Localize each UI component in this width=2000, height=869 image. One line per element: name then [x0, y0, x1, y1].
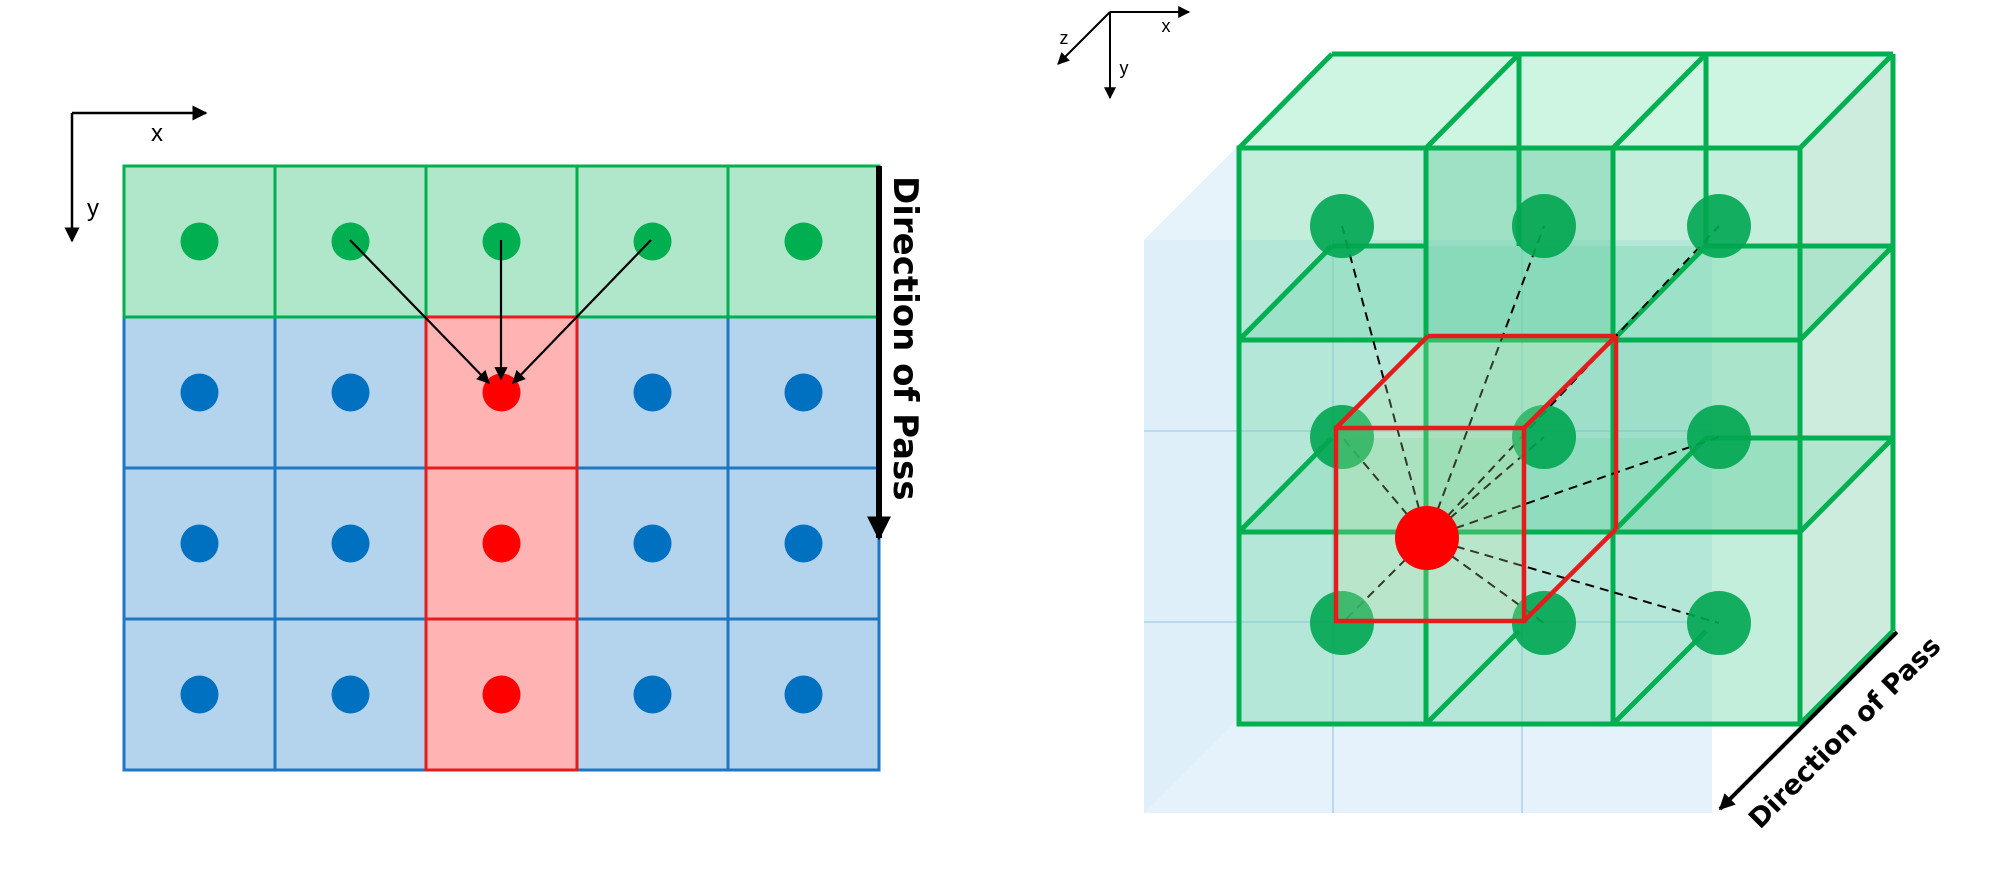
source-node [1687, 405, 1751, 469]
right-pass-arrow [1718, 630, 1899, 811]
grid-node [180, 524, 219, 563]
dependency-arrows [349, 239, 652, 384]
source-node [1310, 194, 1374, 258]
grid-node [633, 675, 672, 714]
dependency-line [1426, 537, 1720, 624]
target-node-3d [1395, 506, 1459, 570]
source-node [1310, 405, 1374, 469]
dependency-arrow-left [349, 239, 490, 384]
front-layer-grid-line [1237, 52, 1334, 150]
target-cube-front-outline [1333, 425, 1527, 624]
target-node [482, 675, 521, 714]
source-node [1512, 194, 1576, 258]
front-layer-grid-line [1424, 52, 1521, 150]
source-node [633, 222, 672, 261]
front-layer-grid-line [1611, 244, 1708, 342]
dependency-line [1426, 225, 1545, 539]
right-axes: x y z [1057, 6, 1191, 100]
front-layer-grid-line [1798, 244, 1895, 342]
target-cell [424, 617, 579, 772]
front-layer-edges [1236, 51, 1896, 727]
left-panel-2d-grid: x y Direction of Pass [64, 105, 925, 772]
front-layer-grid-line [1798, 52, 1895, 150]
front-layer-grid-line [1798, 629, 1895, 726]
grid-node [331, 373, 370, 412]
front-layer-grid-line [1611, 436, 1708, 534]
front-layer-grid-line [1424, 629, 1521, 726]
target-cube-edge [1522, 527, 1618, 623]
dependency-line [1426, 436, 1720, 539]
left-y-axis-label: y [87, 195, 99, 222]
left-axes: x y [64, 105, 208, 243]
source-node [1687, 591, 1751, 655]
grid-node [633, 373, 672, 412]
right-panel-3d-grid: x y z [1057, 6, 1947, 835]
target-cube-edge [1334, 334, 1430, 430]
left-direction-of-pass: Direction of Pass [867, 166, 925, 541]
source-node [180, 222, 219, 261]
dependency-arrow-right [512, 239, 652, 384]
front-layer-grid-line [1611, 52, 1708, 150]
right-z-axis-label: z [1060, 28, 1069, 48]
front-layer-grid-line [1611, 629, 1708, 726]
front-layer-grid-line [1798, 436, 1895, 534]
front-layer-side-face [1800, 54, 1893, 724]
right-x-axis-label: x [1162, 16, 1171, 36]
left-pass-label: Direction of Pass [885, 176, 925, 501]
grid-node [331, 675, 370, 714]
grid-node [633, 524, 672, 563]
source-node [1512, 591, 1576, 655]
source-node [1687, 194, 1751, 258]
right-y-axis-label: y [1120, 58, 1129, 78]
grid-node [784, 524, 823, 563]
source-node [784, 222, 823, 261]
target-cube-edge [1522, 334, 1618, 430]
source-nodes-3d [1310, 194, 1751, 655]
dependency-line [1341, 225, 1428, 539]
grid-cell [726, 617, 881, 772]
target-node [482, 373, 521, 412]
right-z-axis-arrow [1057, 11, 1111, 65]
grid-node [784, 373, 823, 412]
grid-node [331, 524, 370, 563]
grid-node [180, 373, 219, 412]
target-node [482, 524, 521, 563]
target-cube-edges [1333, 333, 1619, 624]
front-layer-top-face [1239, 54, 1893, 148]
grid-node [180, 675, 219, 714]
left-x-axis-label: x [151, 120, 163, 147]
front-layer-grid-line [1237, 244, 1334, 342]
grid-node [784, 675, 823, 714]
front-layer-slab [1239, 246, 1893, 340]
